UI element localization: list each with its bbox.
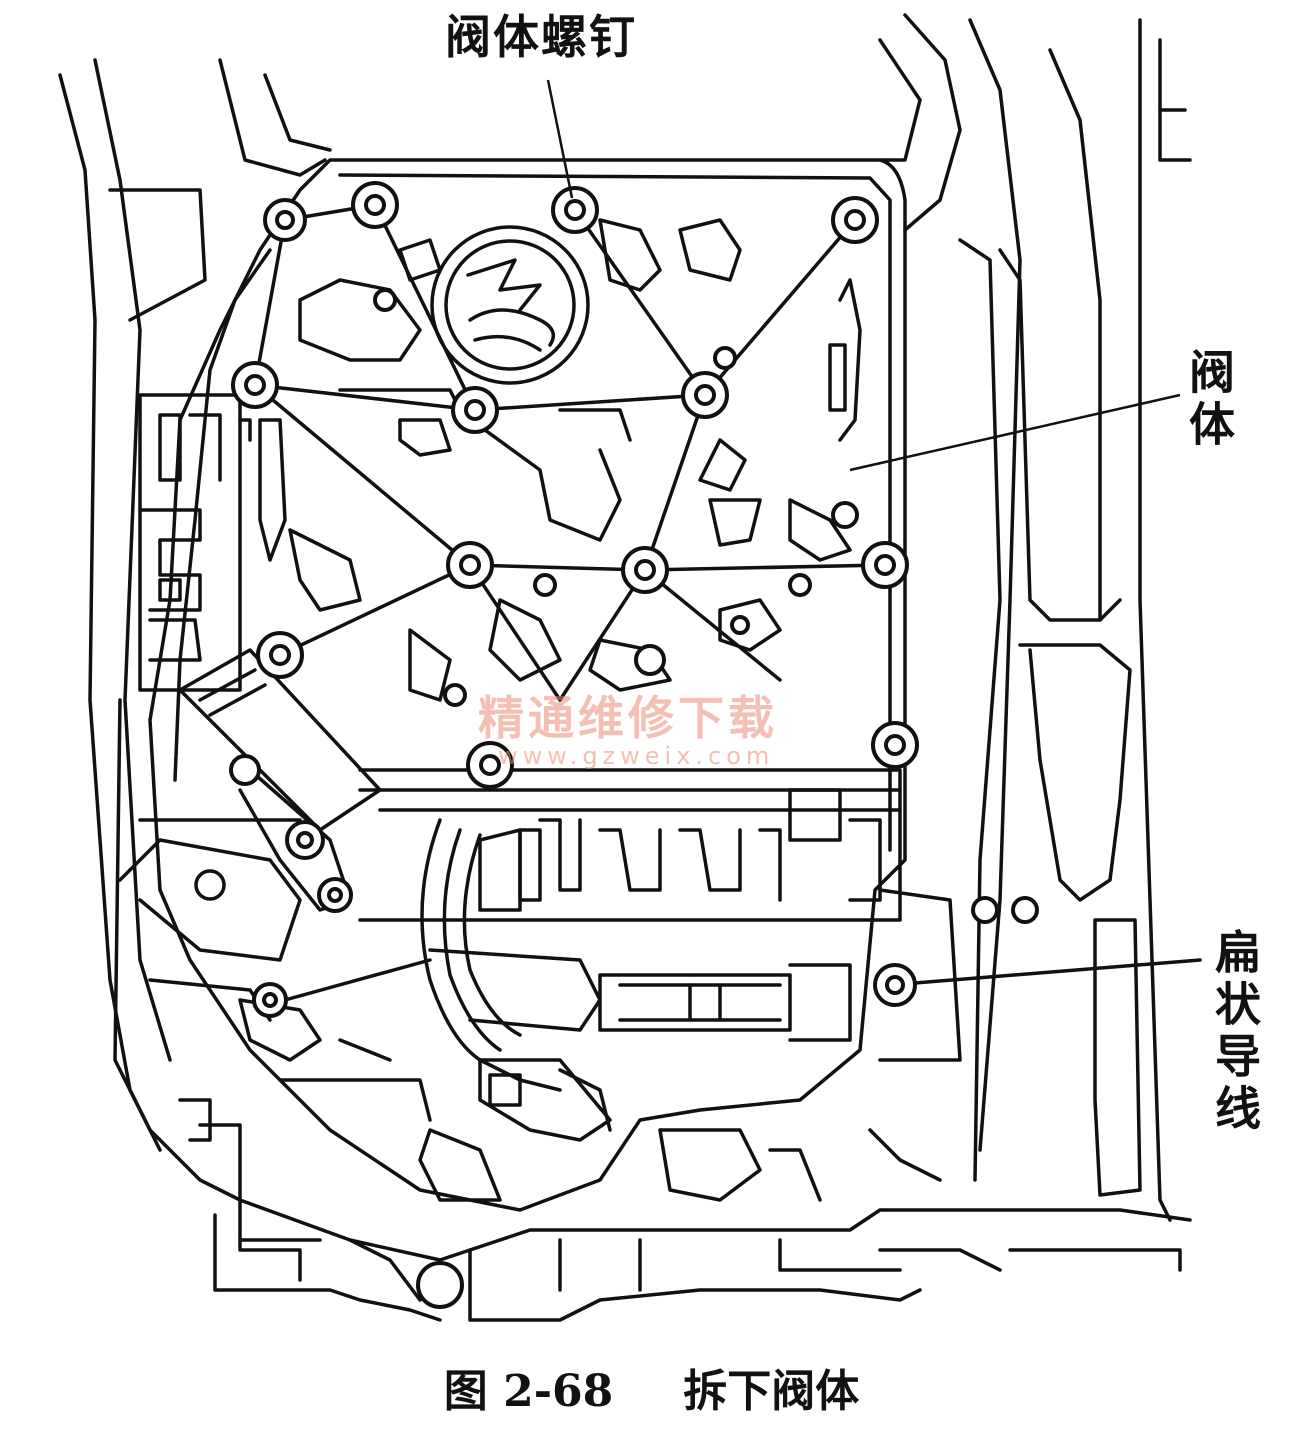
case-left-wall-inner [93,58,172,1062]
leader-bolts [546,79,574,199]
bolt-16 [317,877,353,913]
bolt-15 [285,820,325,860]
label-flat-cable: 扁状导线 [1208,928,1262,1136]
figure-number: 图 2-68 [443,1366,614,1417]
case-upper-left-2 [263,73,332,152]
bolt-3 [551,186,599,234]
bolt-13 [871,721,919,769]
case-right-wall [903,13,962,232]
bolt-20 [1011,896,1039,924]
bolt-18 [416,1261,464,1309]
bolt-6 [451,386,499,434]
label-valve-body-bolts: 阀体螺钉 [445,10,637,64]
watermark-text: 精通维修下载 [478,691,778,745]
bolt-9 [621,546,669,594]
leader-body [849,393,1181,472]
bolt-11 [256,631,304,679]
hole-2 [713,346,737,370]
bolt-4 [831,196,879,244]
hole-3 [831,501,859,529]
bolt-19 [971,896,999,924]
bolt-1 [263,198,307,242]
hole-6 [443,683,467,707]
figure-caption: 图 2-68 拆下阀体 [0,1355,1303,1419]
figure-title: 拆下阀体 [683,1366,860,1417]
bolt-10 [861,541,909,589]
bolt-17 [252,982,288,1018]
flat-cable [420,818,562,1092]
watermark-url: www.gzweix.com [498,742,775,770]
pan-flange [113,698,1192,1262]
bolt-5 [231,361,279,409]
bolt-2 [351,181,399,229]
hole-1 [373,288,397,312]
hole-8 [229,754,261,786]
case-left-wall [58,73,162,1152]
bolt-12 [466,741,514,789]
case-upper-left [218,58,327,177]
hole-9 [634,644,666,676]
hole-4 [533,573,557,597]
bolt-8 [446,541,494,589]
hole-5 [788,573,812,597]
label-valve-body: 阀体 [1182,348,1236,452]
bolt-14 [873,963,917,1007]
bolt-7 [681,371,729,419]
hole-7 [730,615,750,635]
